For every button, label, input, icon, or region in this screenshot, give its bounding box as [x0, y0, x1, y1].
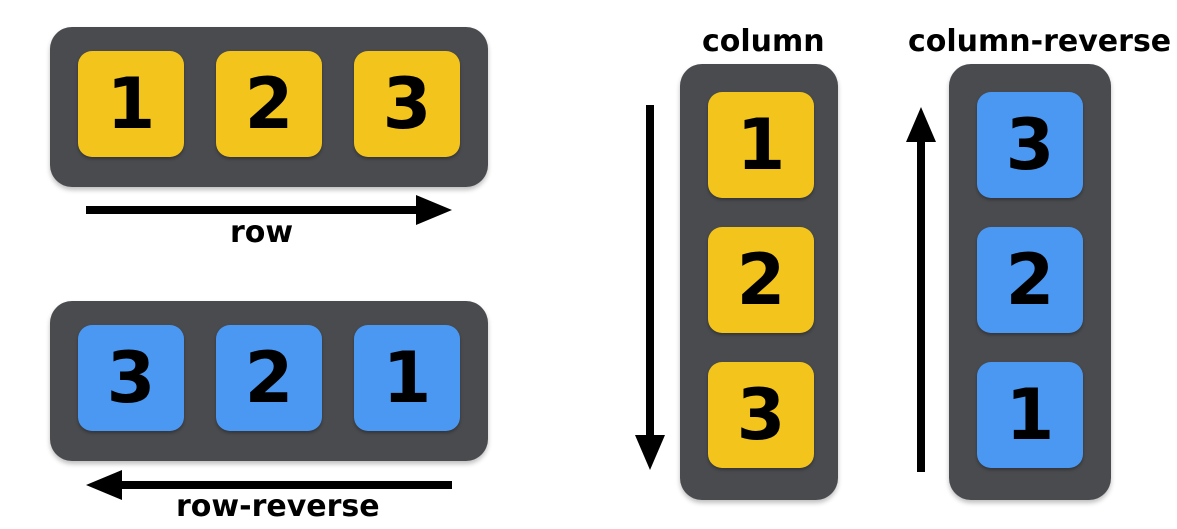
column-item-1: 1: [708, 92, 814, 198]
row-reverse-item-1: 1: [354, 325, 460, 431]
row-item-2: 2: [216, 51, 322, 157]
row-reverse-item-2: 2: [216, 325, 322, 431]
column-reverse-item-1: 1: [977, 362, 1083, 468]
column-item-2: 2: [708, 227, 814, 333]
column-item-3: 3: [708, 362, 814, 468]
row-container: 1 2 3: [50, 27, 488, 187]
column-reverse-container: 3 2 1: [949, 64, 1111, 500]
right-arrow-icon: [86, 195, 452, 225]
down-arrow-icon: [635, 105, 665, 470]
up-arrow-icon: [906, 107, 936, 472]
column-reverse-item-3: 3: [977, 92, 1083, 198]
row-item-3: 3: [354, 51, 460, 157]
column-container: 1 2 3: [680, 64, 838, 500]
row-reverse-item-3: 3: [78, 325, 184, 431]
column-reverse-label: column-reverse: [908, 24, 1172, 59]
left-arrow-icon: [86, 470, 452, 500]
row-item-1: 1: [78, 51, 184, 157]
row-label: row: [230, 215, 294, 250]
row-reverse-container: 3 2 1: [50, 301, 488, 461]
row-reverse-label: row-reverse: [176, 489, 380, 524]
column-label: column: [702, 24, 825, 59]
column-reverse-item-2: 2: [977, 227, 1083, 333]
